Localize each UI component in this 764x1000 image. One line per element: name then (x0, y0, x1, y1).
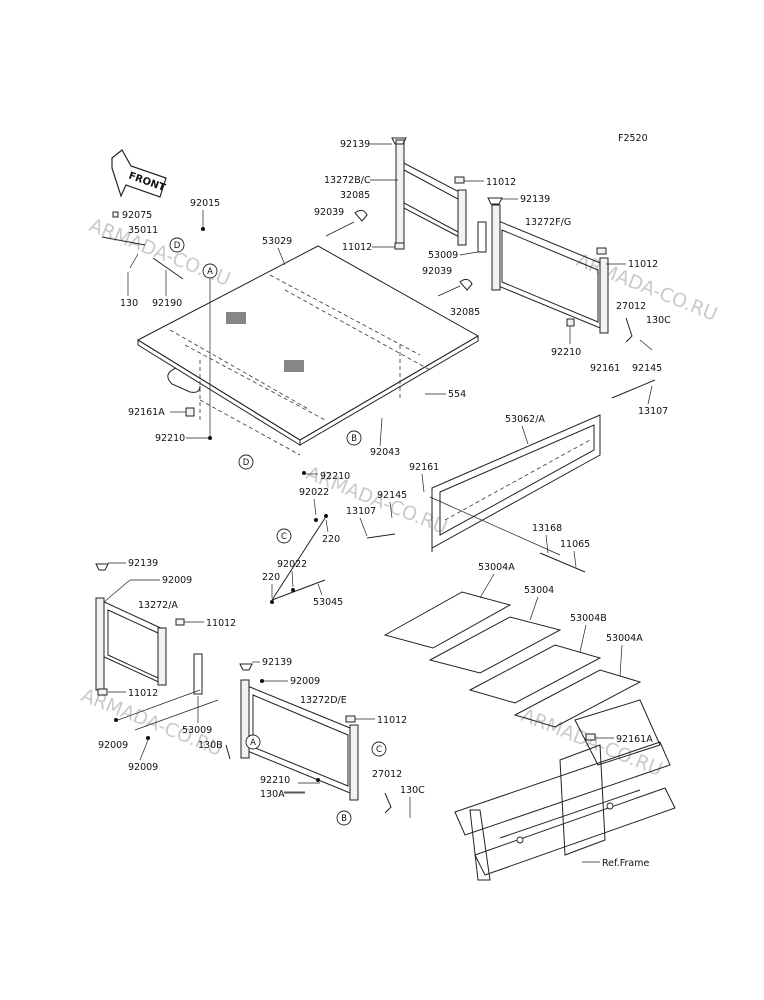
ref-marker-a-bot (245, 734, 261, 750)
part-label: 92039 (422, 266, 452, 277)
part-label: 92139 (340, 139, 370, 150)
frame-label: Ref.Frame (602, 858, 649, 869)
part-label: 35011 (128, 225, 158, 236)
watermark-1: ARMADA-CO.RU (86, 214, 233, 291)
part-label: 92139 (128, 558, 158, 569)
svg-text:B: B (341, 814, 347, 824)
part-label: 53062/A (505, 414, 545, 425)
part-label: 92210 (260, 775, 290, 786)
part-label: 130B (198, 740, 223, 751)
part-label: 11065 (560, 539, 590, 550)
ref-marker-d-mid (238, 454, 254, 470)
part-label: 220 (262, 572, 280, 583)
part-label: 92210 (155, 433, 185, 444)
part-label: 130 (120, 298, 138, 309)
part-label: 554 (448, 389, 466, 400)
tailgate (366, 379, 656, 573)
part-label: 130C (400, 785, 425, 796)
part-label: 53004A (478, 562, 515, 573)
ref-marker-c-mid (276, 528, 292, 544)
part-label: 130C (646, 315, 671, 326)
part-labels: 92139 13272B/C 32085 92039 11012 11012 9… (98, 139, 671, 869)
svg-text:A: A (207, 267, 213, 277)
part-label: 92161 (409, 462, 439, 473)
part-label: 11012 (486, 177, 516, 188)
ref-marker-d-top (169, 237, 185, 253)
part-label: 92210 (551, 347, 581, 358)
part-label: 92015 (190, 198, 220, 209)
part-label: 220 (322, 534, 340, 545)
reference-markers: D A B D C A C B (169, 237, 387, 826)
vehicle-frame (454, 699, 676, 881)
part-label: 92022 (277, 559, 307, 570)
part-label: 92039 (314, 207, 344, 218)
part-label: 92139 (262, 657, 292, 668)
part-label: 13272D/E (300, 695, 347, 706)
svg-text:D: D (243, 458, 250, 468)
part-label: 92075 (122, 210, 152, 221)
svg-text:D: D (174, 241, 181, 251)
part-label: 53009 (182, 725, 212, 736)
svg-text:C: C (376, 745, 382, 755)
svg-text:A: A (250, 738, 256, 748)
part-label: 13107 (638, 406, 668, 417)
ref-marker-b-bot (336, 810, 352, 826)
part-label: 11012 (128, 688, 158, 699)
part-label: 92161A (616, 734, 653, 745)
part-label: 92210 (320, 471, 350, 482)
part-label: 32085 (450, 307, 480, 318)
part-label: 13272B/C (324, 175, 371, 186)
part-label: 53045 (313, 597, 343, 608)
part-label: 27012 (372, 769, 402, 780)
part-label: 130A (260, 789, 285, 800)
bed-mats (383, 591, 642, 728)
front-arrow-icon: FRONT (111, 149, 167, 198)
part-label: 32085 (340, 190, 370, 201)
bed-plate (136, 245, 480, 456)
figure-code: F2520 (618, 133, 648, 144)
part-label: 92145 (632, 363, 662, 374)
part-label: 53004A (606, 633, 643, 644)
part-label: 11012 (628, 259, 658, 270)
part-label: 11012 (377, 715, 407, 726)
part-label: 92009 (128, 762, 158, 773)
part-label: 92139 (520, 194, 550, 205)
ref-marker-c-bot (371, 741, 387, 757)
side-panel-left (95, 563, 219, 731)
part-label: 13168 (532, 523, 562, 534)
part-label: 53004B (570, 613, 607, 624)
part-label: 13272F/G (525, 217, 571, 228)
side-panel-right (437, 197, 653, 351)
svg-text:B: B (351, 434, 357, 444)
part-label: 92009 (162, 575, 192, 586)
part-label: 92161 (590, 363, 620, 374)
part-label: 92145 (377, 490, 407, 501)
svg-text:C: C (281, 532, 287, 542)
part-label: 53004 (524, 585, 554, 596)
part-label: 92043 (370, 447, 400, 458)
part-label: 53029 (262, 236, 292, 247)
part-label: 92022 (299, 487, 329, 498)
rod-53045 (270, 514, 328, 604)
part-label: 92009 (290, 676, 320, 687)
part-label: 13272/A (138, 600, 178, 611)
side-panel-bottom (225, 663, 392, 814)
part-label: 13107 (346, 506, 376, 517)
part-label: 92161A (128, 407, 165, 418)
ref-marker-b-top (346, 430, 362, 446)
part-label: 53009 (428, 250, 458, 261)
part-label: 27012 (616, 301, 646, 312)
side-panel-top (325, 137, 467, 250)
part-label: 11012 (206, 618, 236, 629)
left-rod-parts (101, 211, 205, 280)
part-label: 92190 (152, 298, 182, 309)
part-label: 92009 (98, 740, 128, 751)
part-label: 11012 (342, 242, 372, 253)
